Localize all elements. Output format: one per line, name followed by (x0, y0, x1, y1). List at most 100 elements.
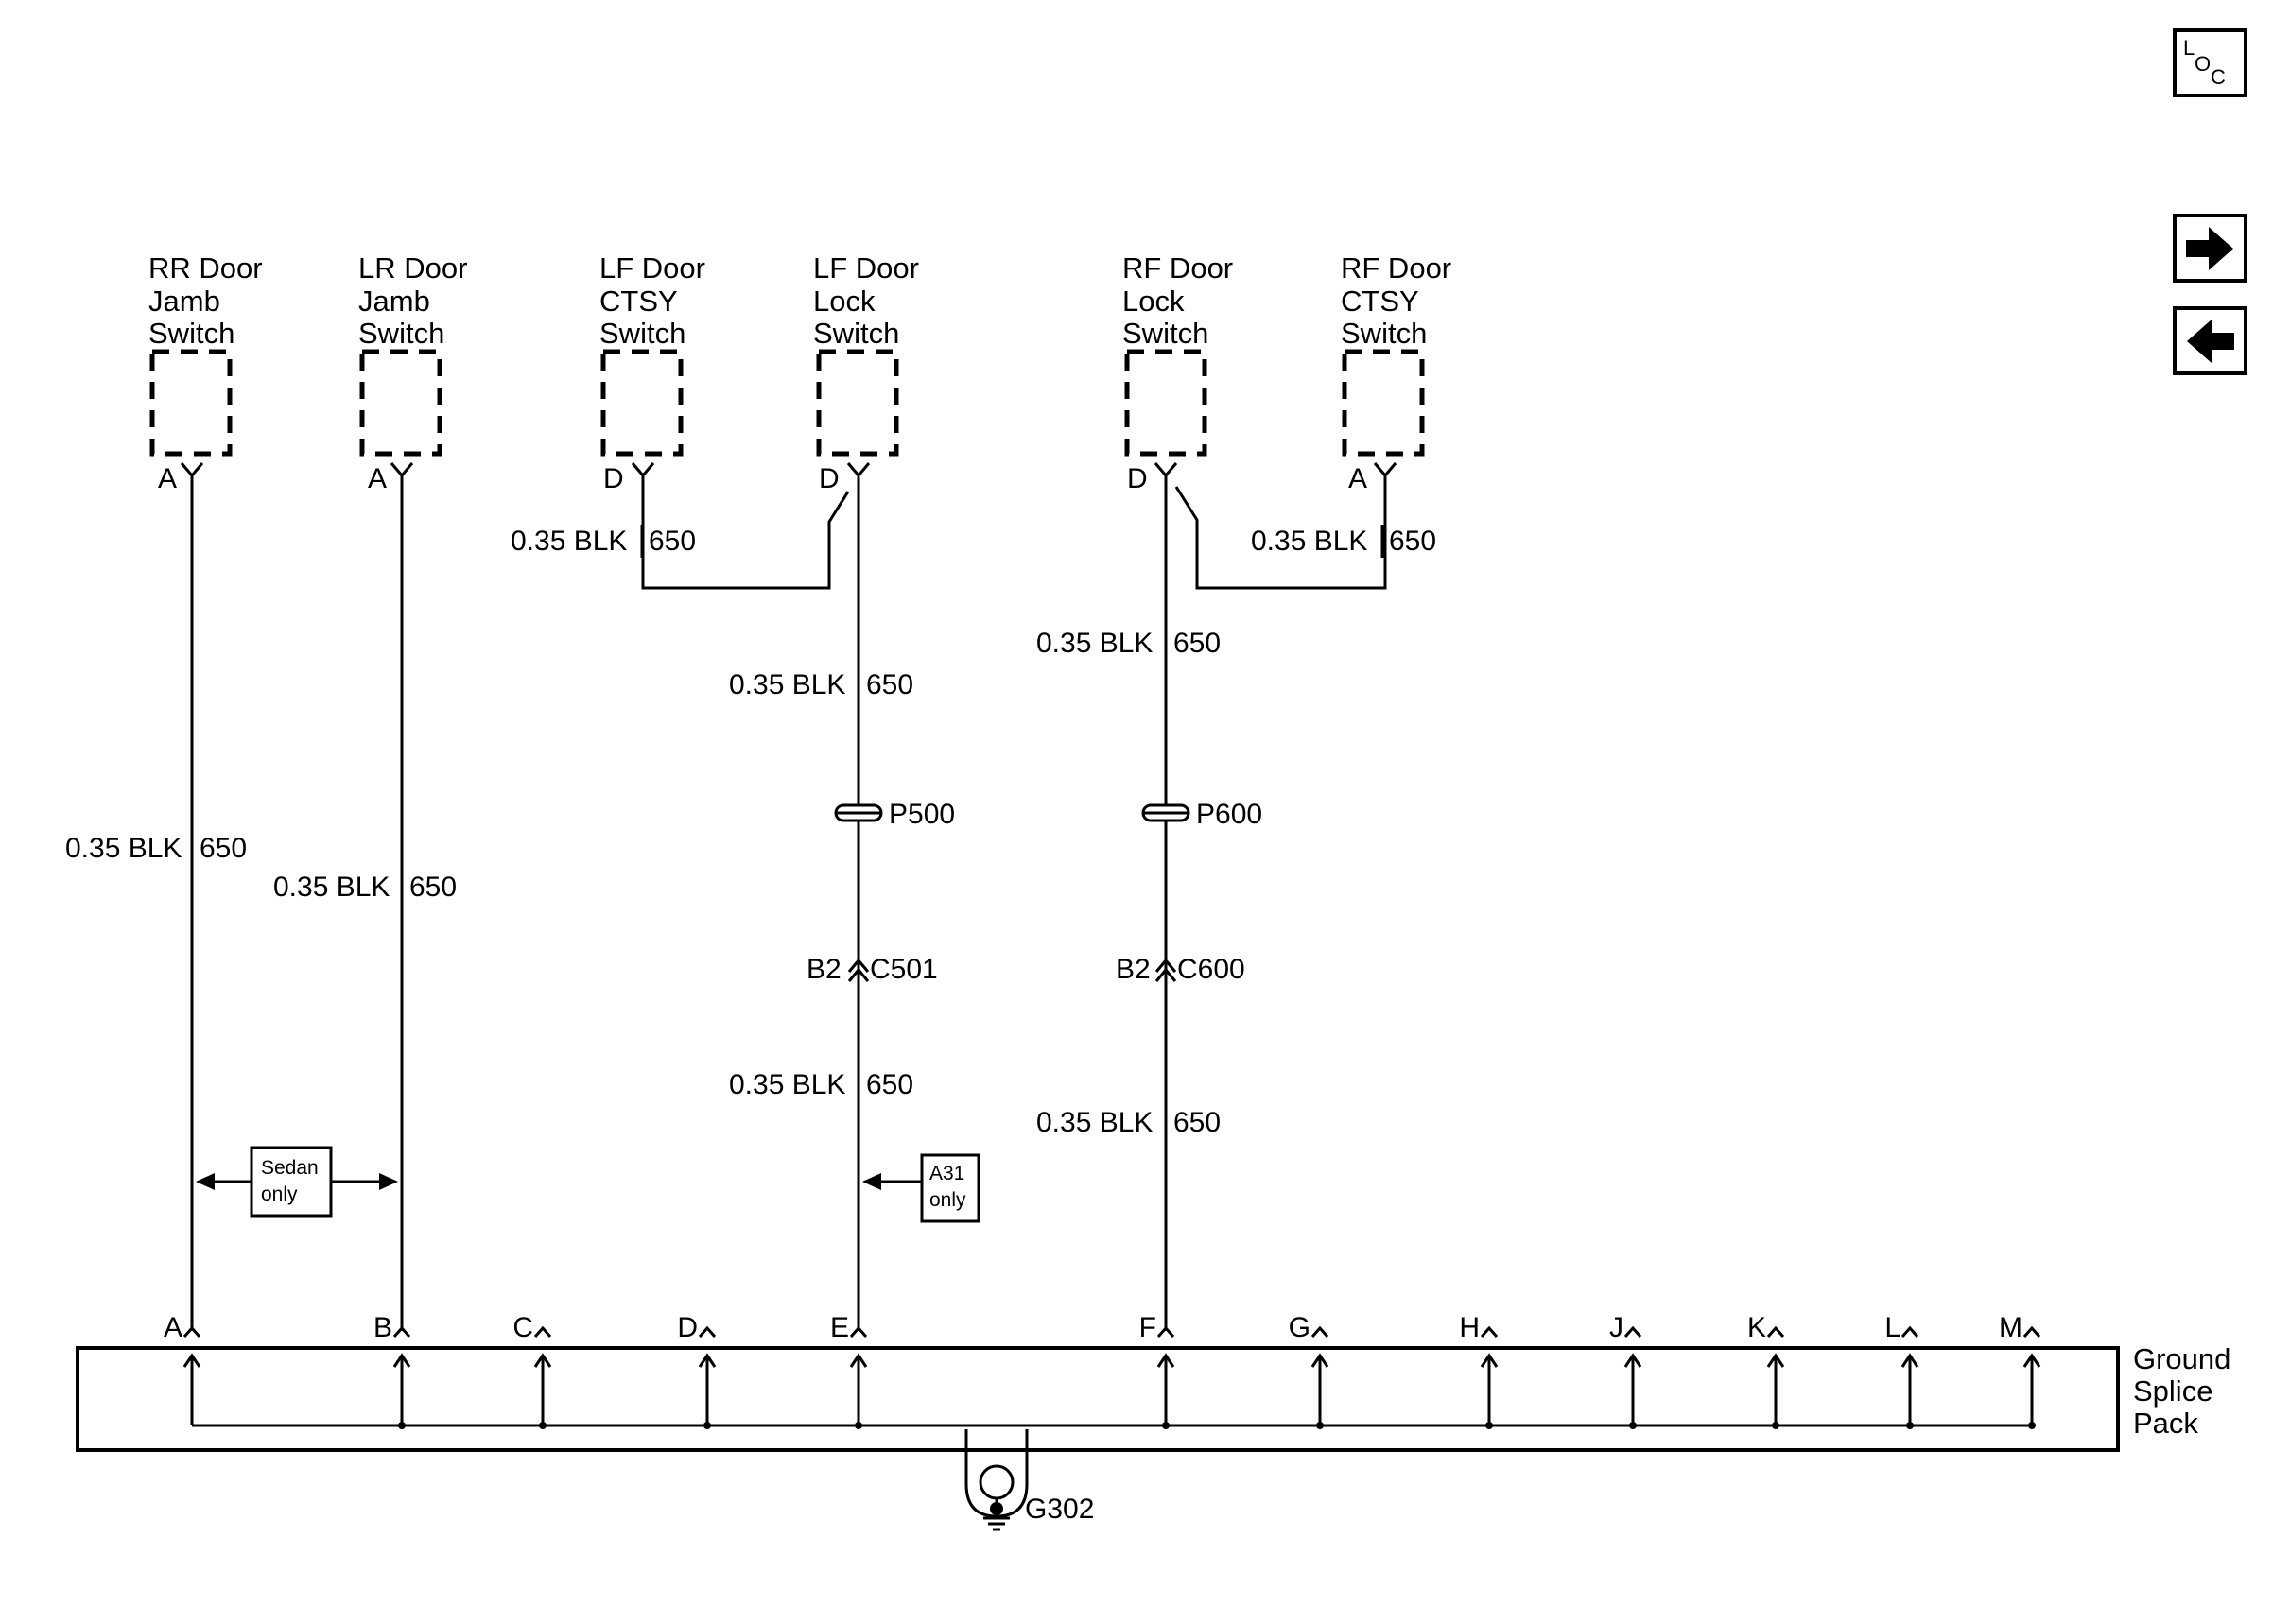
switch-pin: D (603, 463, 624, 494)
wire-label-rr: 0.35 BLK 650 (65, 833, 247, 864)
svg-text:C501: C501 (870, 954, 938, 985)
ground-g302: G302 (964, 1429, 1094, 1531)
wire-label-lf-ctsy: 0.35 BLK 650 (511, 525, 696, 558)
switch-label-line1: LR Door (358, 251, 467, 285)
svg-text:P600: P600 (1196, 799, 1262, 830)
splice-pin: E (830, 1312, 868, 1429)
switch-lf-door-ctsy: LF Door CTSY Switch D (599, 251, 705, 494)
switch-lr-door-jamb: LR Door Jamb Switch A (358, 251, 467, 494)
splice-pin-label: G (1289, 1312, 1310, 1343)
switch-pin: A (368, 463, 387, 494)
switch-label-line3: Switch (148, 317, 234, 350)
splice-pin-label: H (1459, 1312, 1480, 1343)
splice-pin: L (1884, 1312, 1919, 1429)
splice-pin-label: L (1884, 1312, 1900, 1343)
switch-label-line2: Jamb (358, 285, 430, 318)
svg-text:only: only (929, 1189, 966, 1211)
svg-text:650: 650 (1389, 526, 1436, 557)
note-sedan-only: Sedan only (196, 1146, 398, 1218)
splice-pin: M (1999, 1312, 2041, 1429)
switch-label-line2: CTSY (599, 285, 678, 318)
switch-label-line1: LF Door (599, 251, 705, 285)
inline-connector-c501: B2 C501 (807, 954, 938, 985)
splice-pack-label-line1: Ground (2133, 1342, 2230, 1375)
component-locator-icon[interactable]: L O C (2173, 28, 2247, 97)
switch-label-line1: LF Door (813, 251, 919, 285)
switch-label-line3: Switch (1341, 317, 1427, 350)
svg-text:650: 650 (200, 833, 247, 864)
switch-label-line3: Switch (813, 317, 899, 350)
switch-label-line3: Switch (358, 317, 444, 350)
svg-text:0.35 BLK: 0.35 BLK (1036, 628, 1153, 659)
switch-pin: A (1348, 463, 1367, 494)
splice-pin: K (1747, 1312, 1785, 1429)
svg-text:650: 650 (649, 526, 696, 557)
pass-through-p600: P600 (1141, 799, 1262, 830)
pass-through-p500: P500 (834, 799, 955, 830)
svg-text:0.35 BLK: 0.35 BLK (273, 872, 390, 903)
switch-pin: D (1127, 463, 1148, 494)
splice-pack-label-line2: Splice (2133, 1374, 2212, 1408)
switch-rf-door-lock: RF Door Lock Switch D (1122, 251, 1233, 494)
switch-pin: D (819, 463, 840, 494)
wire-label-rf-ctsy: 0.35 BLK 650 (1251, 525, 1436, 558)
wire-label-lr: 0.35 BLK 650 (273, 872, 457, 903)
svg-text:A31: A31 (929, 1163, 964, 1184)
switch-label-line1: RF Door (1122, 251, 1233, 285)
switch-rr-door-jamb: RR Door Jamb Switch A (148, 251, 263, 494)
splice-pin-label: M (1999, 1312, 2022, 1343)
switch-label-line1: RF Door (1341, 251, 1451, 285)
splice-pin-label: A (164, 1312, 182, 1343)
arrow-right-icon[interactable] (2173, 214, 2247, 283)
switch-label-line2: CTSY (1341, 285, 1419, 318)
note-a31-only: A31 only (862, 1153, 980, 1223)
svg-text:650: 650 (1173, 1107, 1221, 1138)
wire-label-lf-lower: 0.35 BLK 650 (729, 1069, 913, 1100)
switch-label-line2: Lock (813, 285, 876, 318)
svg-text:650: 650 (866, 1069, 913, 1100)
splice-pin: G (1289, 1312, 1329, 1429)
switch-label-line2: Jamb (148, 285, 220, 318)
switch-label-line2: Lock (1122, 285, 1185, 318)
svg-text:0.35 BLK: 0.35 BLK (1036, 1107, 1153, 1138)
inline-connector-c600: B2 C600 (1116, 954, 1245, 985)
switch-lf-door-lock: LF Door Lock Switch D (813, 251, 919, 494)
arrow-left-icon[interactable] (2173, 306, 2247, 375)
splice-pin-label: K (1747, 1312, 1766, 1343)
switch-label-line3: Switch (599, 317, 685, 350)
loc-icon-l: L (2183, 36, 2195, 60)
switch-rf-door-ctsy: RF Door CTSY Switch A (1341, 251, 1451, 494)
loc-icon-c: C (2211, 65, 2226, 89)
splice-pack-label-line3: Pack (2133, 1407, 2198, 1440)
loc-icon-o: O (2195, 52, 2211, 76)
wire-network (190, 475, 1387, 1331)
splice-pin: A (164, 1312, 201, 1425)
svg-text:B2: B2 (807, 954, 842, 985)
splice-pin-label: D (677, 1312, 698, 1343)
splice-pin-label: E (830, 1312, 849, 1343)
splice-pin: C (512, 1312, 552, 1429)
splice-pin: F (1139, 1312, 1175, 1429)
splice-pin-label: J (1609, 1312, 1623, 1343)
ground-splice-pack: Ground Splice Pack (76, 1342, 2230, 1452)
ground-label: G302 (1025, 1494, 1094, 1525)
splice-pin-label: F (1139, 1312, 1156, 1343)
switch-terminals (180, 462, 1397, 478)
svg-text:650: 650 (1173, 628, 1221, 659)
svg-text:B2: B2 (1116, 954, 1151, 985)
svg-text:only: only (261, 1183, 298, 1205)
splice-pin: B (373, 1312, 411, 1429)
wire-label-rf-upper: 0.35 BLK 650 (1036, 628, 1221, 659)
wire-label-lf-upper: 0.35 BLK 650 (729, 669, 913, 700)
svg-text:650: 650 (866, 669, 913, 700)
svg-text:0.35 BLK: 0.35 BLK (729, 1069, 845, 1100)
splice-pin: H (1459, 1312, 1499, 1429)
switch-label-line1: RR Door (148, 251, 263, 285)
svg-text:P500: P500 (889, 799, 955, 830)
splice-pin-label: B (373, 1312, 392, 1343)
switch-pin: A (158, 463, 177, 494)
svg-text:0.35 BLK: 0.35 BLK (1251, 526, 1367, 557)
svg-text:0.35 BLK: 0.35 BLK (511, 526, 627, 557)
